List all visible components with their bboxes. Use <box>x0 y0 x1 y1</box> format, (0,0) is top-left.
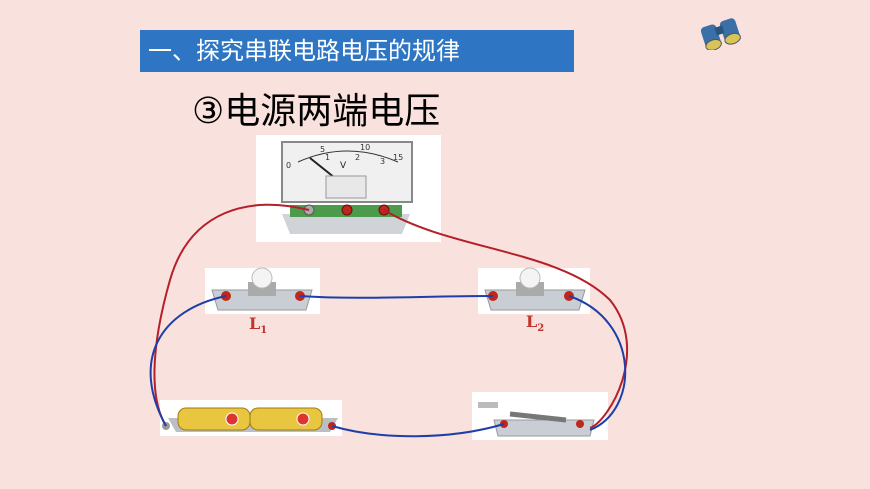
lamp-l2-letter: L <box>526 312 538 331</box>
lamp-l1 <box>205 267 320 314</box>
blue-wire-lamp2-switch <box>568 295 627 431</box>
lamp-l1-subscript: 1 <box>260 325 268 337</box>
scale-top-2: 10 <box>360 143 370 152</box>
scale-bottom-2: 2 <box>355 153 360 162</box>
voltmeter: 5 10 15 0 1 2 3 V <box>256 135 441 242</box>
scale-zero: 0 <box>286 161 291 170</box>
section-title-banner: 一、探究串联电路电压的规律 <box>140 30 574 72</box>
scale-top-1: 5 <box>320 145 325 154</box>
scale-bottom-3: 3 <box>380 157 385 166</box>
section-title: 一、探究串联电路电压的规律 <box>148 37 460 65</box>
blue-wire-lamp1-lamp2 <box>299 295 494 299</box>
scale-top-3: 15 <box>393 153 403 162</box>
switch <box>472 392 608 440</box>
lamp-l2-label: L2 <box>526 312 544 334</box>
lamp-l2-subscript: 2 <box>537 323 545 335</box>
lamp-l1-letter: L <box>249 314 261 333</box>
blue-wire-battery-lamp1 <box>149 295 227 427</box>
lamp-l2 <box>478 267 590 314</box>
subtitle: ③电源两端电压 <box>192 91 441 132</box>
red-wire-right <box>383 209 629 429</box>
scale-bottom-1: 1 <box>325 153 330 162</box>
red-wire-left <box>153 203 310 427</box>
lamp-l1-label: L1 <box>249 314 267 336</box>
binoculars-icon[interactable] <box>698 14 744 50</box>
voltmeter-unit: V <box>340 161 347 171</box>
battery-holder <box>160 400 342 436</box>
blue-wire-switch-battery <box>331 423 505 438</box>
